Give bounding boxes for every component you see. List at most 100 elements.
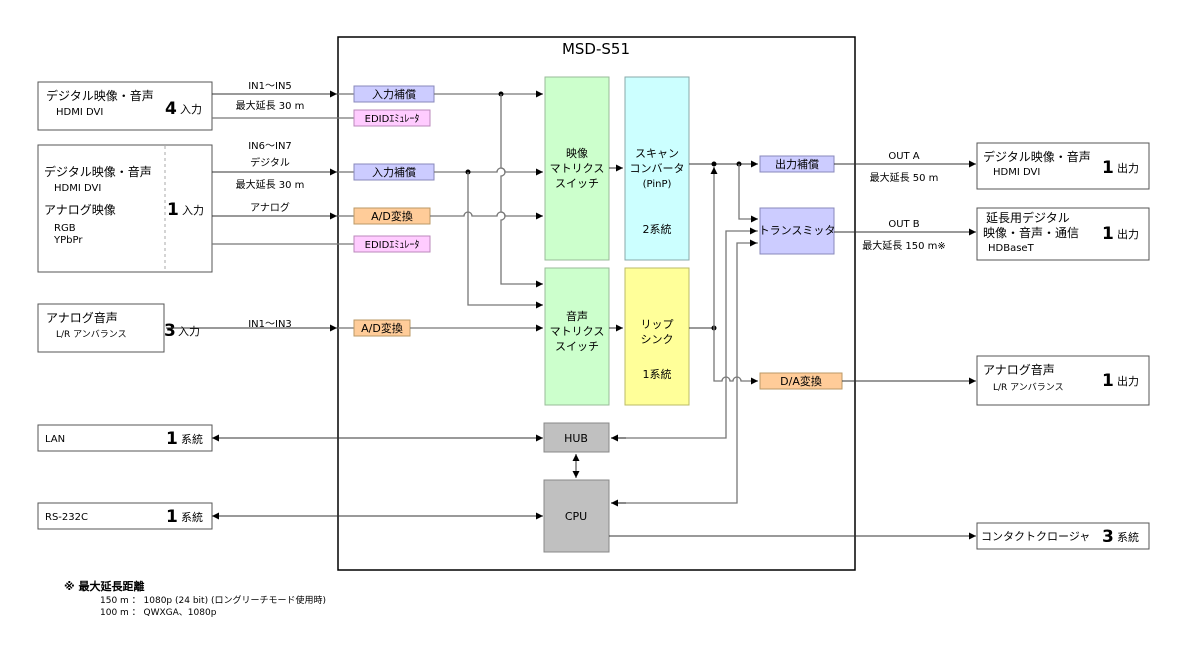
link-label: デジタル [250,156,290,169]
link-label: 最大延長 50 m [870,171,939,184]
input-label: アナログ音声 [46,310,118,325]
input-label: アナログ映像 [44,203,116,217]
link-label: IN1～IN3 [248,319,292,330]
link-label: IN6～IN7 [248,141,292,152]
block-label: EDIDｴﾐｭﾚｰﾀ [365,113,420,125]
output-sublabel: HDMI DVI [993,167,1040,178]
input-count: 1 [167,200,179,220]
block-cpu: CPU [543,479,610,553]
link-label: OUT A [888,151,919,162]
block-scan-converter: スキャン コンバータ (PinP) 2系統 [624,76,690,261]
block-label: 出力補償 [775,157,819,171]
output-count: 3 [1102,527,1114,547]
block-label: 入力補償 [372,87,416,101]
output-unit: 出力 [1117,227,1139,241]
input-box-digital-analog: デジタル映像・音声 HDMI DVI アナログ映像 RGB YPbPr 1 入力 [37,144,213,273]
output-sublabel: HDBaseT [988,243,1035,254]
input-box-analog-audio: アナログ音声 L/R アンバランス 3 入力 [37,303,200,353]
block-label: シンク [641,333,674,346]
output-label: アナログ音声 [983,362,1055,377]
output-box-contact-closure: コンタクトクロージャ 3 系統 [976,522,1150,550]
input-label: LAN [45,434,65,445]
input-unit: 系統 [181,432,203,446]
device-boundary [337,36,856,571]
link-label: 最大延長 30 m [236,178,305,191]
input-count: 1 [166,507,178,527]
output-box-out-b: 延長用デジタル 映像・音声・通信 HDBaseT 1 出力 [976,207,1150,261]
output-unit: 系統 [1117,530,1139,544]
block-label: トランスミッタ [759,224,836,237]
input-unit: 入力 [182,204,204,217]
block-transmitter: トランスミッタ [759,207,836,255]
block-label: 音声 [566,309,588,323]
output-count: 1 [1102,371,1114,391]
internal-wiring [410,90,758,507]
output-label: デジタル映像・音声 [983,149,1091,164]
block-label: コンバータ [630,162,685,175]
block-label: スキャン [635,147,679,160]
block-label: マトリクス [550,162,605,175]
block-input-eq-2: 入力補償 [353,163,435,181]
input-sublabel: HDMI DVI [56,107,103,118]
block-ad-video: A/D変換 [353,207,431,225]
block-edid-1: EDIDｴﾐｭﾚｰﾀ [353,109,431,127]
block-input-eq-1: 入力補償 [353,85,435,103]
block-label: HUB [564,432,588,445]
footnote-heading: ※ 最大延長距離 [64,579,145,593]
input-label: デジタル映像・音声 [44,164,152,179]
block-label: 1系統 [643,367,672,381]
block-label: スイッチ [555,340,599,353]
input-box-rs232c: RS-232C 1 系統 [37,502,213,530]
block-da-audio: D/A変換 [759,372,843,390]
block-label: CPU [565,510,587,523]
block-hub: HUB [543,422,610,453]
input-sublabel: HDMI DVI [54,183,101,194]
input-sublabel: YPbPr [53,235,83,246]
output-count: 1 [1102,224,1114,244]
output-box-out-a: デジタル映像・音声 HDMI DVI 1 出力 [976,142,1150,190]
block-ad-audio: A/D変換 [353,319,411,337]
block-output-eq: 出力補償 [759,155,835,173]
block-lip-sync: リップ シンク 1系統 [624,267,690,406]
output-box-analog-audio: アナログ音声 L/R アンバランス 1 出力 [976,355,1150,406]
input-box-digital-a: デジタル映像・音声 HDMI DVI 4 入力 [37,81,213,131]
block-label: 2系統 [643,222,672,236]
block-label: リップ [641,318,674,331]
input-unit: 入力 [178,325,200,338]
input-unit: 系統 [181,510,203,524]
input-sublabel: L/R アンバランス [56,329,127,340]
block-label: A/D変換 [371,209,413,223]
input-box-lan: LAN 1 系統 [37,424,213,452]
device-title: MSD-S51 [562,40,630,58]
footnote: ※ 最大延長距離 150 m ： 1080p (24 bit) (ロングリーチモ… [64,579,326,618]
input-count: 3 [164,321,176,341]
output-label: 映像・音声・通信 [983,225,1079,240]
input-sublabel: RGB [54,223,76,234]
block-label: D/A変換 [780,374,822,388]
block-edid-2: EDIDｴﾐｭﾚｰﾀ [353,235,431,253]
link-label: OUT B [888,219,919,230]
input-count: 1 [166,429,178,449]
output-sublabel: L/R アンバランス [993,382,1064,393]
input-label: デジタル映像・音声 [46,88,154,103]
output-label: 延長用デジタル [986,210,1070,225]
link-label: 最大延長 30 m [236,99,305,112]
link-label: IN1～IN5 [248,81,292,92]
block-audio-matrix: 音声 マトリクス スイッチ [544,267,610,406]
output-count: 1 [1102,158,1114,178]
block-label: A/D変換 [361,321,403,335]
input-label: RS-232C [45,512,88,523]
link-label: 最大延長 150 m※ [862,239,946,252]
block-label: (PinP) [643,179,672,190]
output-label: コンタクトクロージャ [981,530,1090,543]
block-label: 入力補償 [372,165,416,179]
output-unit: 出力 [1117,374,1139,388]
block-label: スイッチ [555,177,599,190]
link-label: アナログ [250,201,290,214]
block-video-matrix: 映像 マトリクス スイッチ [544,76,610,261]
output-unit: 出力 [1117,161,1139,175]
footnote-line: 100 m ： QWXGA、1080p [100,608,217,618]
input-unit: 入力 [180,103,202,116]
input-count: 4 [165,99,177,119]
